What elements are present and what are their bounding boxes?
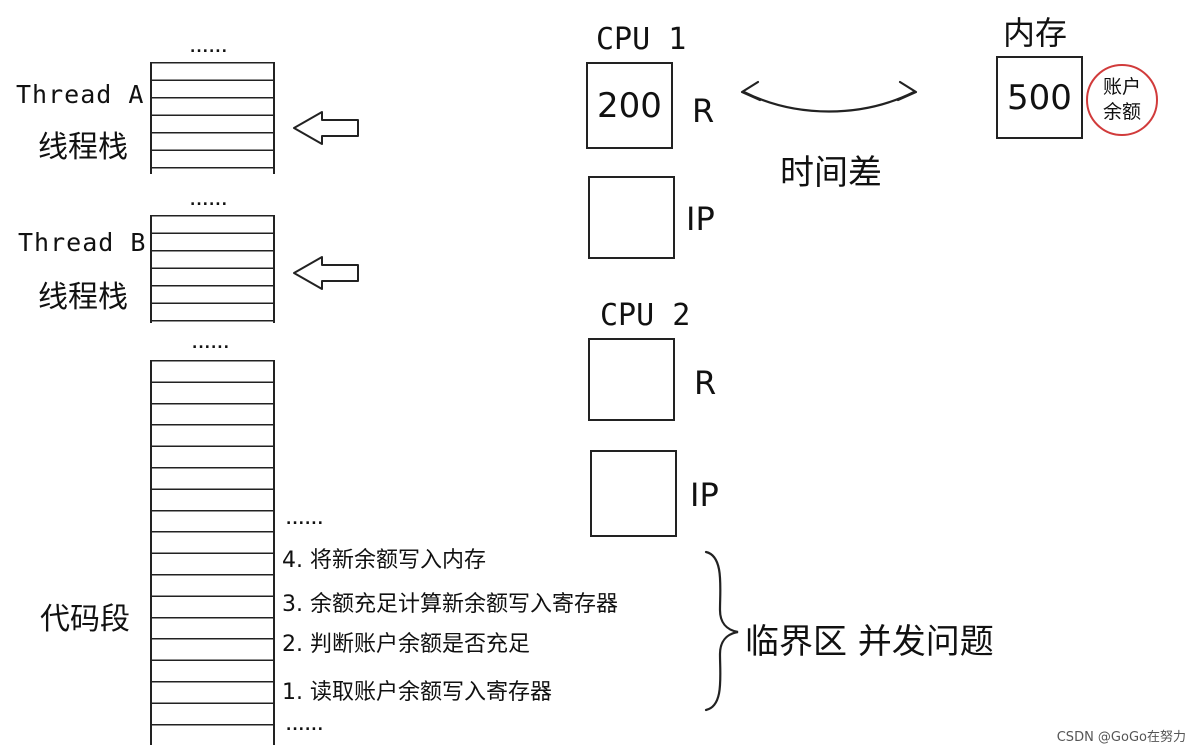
account-balance-note: 账户 余额 [1086, 64, 1158, 136]
thread-a-stack-label: 线程栈 [38, 130, 128, 165]
cpu2-title: CPU 2 [600, 298, 691, 333]
cpu1-ip-register [588, 176, 675, 259]
critical-section-brace [704, 550, 739, 712]
code-segment-label: 代码段 [40, 602, 130, 637]
thread-b-dots: ...... [190, 193, 228, 209]
thread-a-dots: ...... [190, 40, 228, 56]
thread-a-pointer-arrow [293, 111, 359, 145]
thread-b-stack [150, 215, 275, 323]
cpu1-ip-label: IP [686, 200, 715, 238]
thread-a-stack [150, 62, 275, 174]
thread-b-name: Thread B [18, 228, 147, 257]
time-diff-arrow [740, 80, 918, 113]
code-step-3: 3. 余额充足计算新余额写入寄存器 [282, 592, 618, 617]
cpu2-ip-register [590, 450, 677, 537]
memory-cell: 500 [996, 56, 1083, 139]
account-balance-note-line2: 余额 [1102, 101, 1141, 123]
code-segment-dots-top: ...... [192, 336, 230, 352]
thread-b-stack-label: 线程栈 [38, 280, 128, 315]
memory-title: 内存 [1003, 14, 1068, 52]
cpu1-r-register: 200 [586, 62, 673, 149]
thread-a-name: Thread A [16, 80, 145, 109]
cpu1-title: CPU 1 [596, 22, 687, 57]
cpu2-r-register [588, 338, 675, 421]
code-step-2: 2. 判断账户余额是否充足 [282, 632, 530, 657]
cpu1-r-label: R [692, 92, 715, 130]
cpu1-r-value: 200 [597, 85, 662, 126]
time-diff-label: 时间差 [780, 153, 882, 193]
code-segment-dots-mid: ...... [286, 512, 324, 528]
code-segment-dots-bottom: ...... [286, 718, 324, 734]
cpu2-ip-label: IP [690, 476, 719, 514]
memory-value: 500 [1007, 77, 1072, 118]
code-segment-stack [150, 360, 275, 745]
critical-section-label: 临界区 并发问题 [745, 622, 994, 662]
code-step-4: 4. 将新余额写入内存 [282, 548, 486, 573]
code-step-1: 1. 读取账户余额写入寄存器 [282, 680, 552, 705]
csdn-watermark: CSDN @GoGo在努力 [1056, 730, 1186, 745]
cpu2-r-label: R [694, 364, 717, 402]
account-balance-note-line1: 账户 [1102, 76, 1141, 98]
thread-b-pointer-arrow [293, 256, 359, 290]
